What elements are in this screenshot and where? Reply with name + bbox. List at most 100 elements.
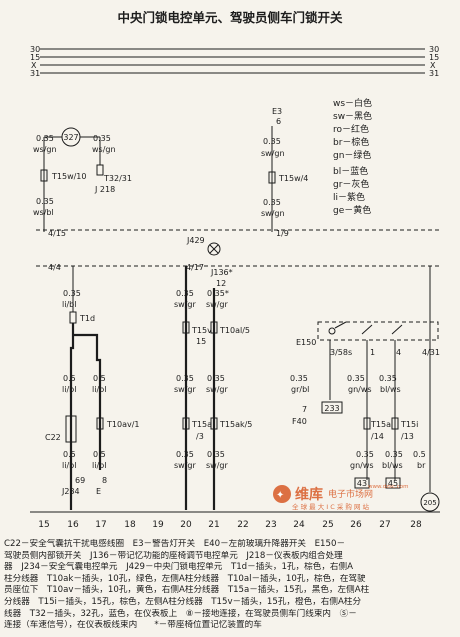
wire-color-label: gn/ws [348, 385, 372, 394]
connector-label: T15a [370, 420, 391, 429]
connector-t15w4 [268, 171, 276, 184]
connector-pin-label: /3 [196, 432, 204, 441]
box-233 [321, 401, 343, 414]
connector-t15i [391, 417, 399, 430]
wire-color-label: li/bl [62, 461, 76, 470]
wire-li-bl-t10av [73, 333, 102, 470]
wire-color-label: br [417, 461, 426, 470]
wire-size-label: 0.5 [93, 450, 106, 459]
column-numbers: 15 16 17 18 19 20 21 22 23 24 25 26 27 2… [38, 520, 422, 530]
column-number: 26 [350, 520, 362, 530]
wire-size-label: 0.35 [63, 289, 81, 298]
bus-lines [40, 48, 425, 74]
color-ge: ge－黄色 [333, 204, 371, 216]
column-number: 19 [152, 520, 164, 530]
color-gn: gn－绿色 [333, 149, 371, 161]
column-number: 17 [95, 520, 106, 530]
wire-size-label: 0.35 [379, 374, 397, 383]
component-label-j218: J 218 [94, 185, 115, 194]
wire-color-label: ws/gn [33, 145, 57, 154]
connector-t15a-3 [182, 417, 190, 430]
color-ws: ws－白色 [333, 97, 372, 109]
legend-line: 分线器 T15i－插头，15孔，棕色，左侧A柱分线器 T15v－插头，15孔，橙… [4, 596, 362, 607]
wire-size-label: 0.35 [93, 134, 111, 143]
wire-color-label: ws/gn [92, 145, 116, 154]
bus-labels-left: 30 15 X 31 [30, 45, 40, 78]
connector-label: T15i [400, 420, 418, 429]
color-br: br－棕色 [333, 136, 369, 148]
box-233-label: 233 [324, 404, 339, 413]
wire-size-label: 0.35 [176, 289, 194, 298]
watermark-url: www.dzsc.com [368, 484, 409, 490]
connector-t10al [210, 321, 218, 334]
color-sw: sw－黑色 [333, 110, 372, 122]
component-label-j234: J234 [61, 487, 80, 496]
pin-label: 12 [216, 279, 226, 288]
wire-color-label: bl/ws [382, 461, 403, 470]
right-circuit: E150 3/58s 1 4 4/31 0.35 gr/bl 7 F40 233… [290, 266, 440, 512]
connector-label: T1d [79, 314, 95, 323]
column-number: 23 [265, 520, 276, 530]
column-number: 20 [180, 520, 192, 530]
connector-t10av [96, 417, 104, 430]
ground-connection-205-label: 205 [423, 499, 436, 507]
e3-circuit: E3 6 0.35 sw/gn T15w/4 0.35 sw/gn 1/9 [261, 107, 308, 238]
connector-t15w10 [40, 169, 48, 182]
speed-signal-connection [207, 242, 221, 256]
pin-label: 6 [276, 117, 281, 126]
watermark-brand-sub: 电子市场网 [328, 488, 373, 500]
connector-pin-label: /13 [401, 432, 414, 441]
wire-size-label: 0.5 [93, 374, 106, 383]
legend-line: 员座位下 T10av－插头，10孔，黄色，右侧A柱分线器 T15a－插头，15孔… [4, 585, 370, 596]
column-number: 16 [67, 520, 79, 530]
watermark-brand: 维库 [295, 486, 323, 503]
pin-label: 1 [370, 348, 375, 357]
watermark-tagline: 全 球 最 大 I C 采 购 网 站 [292, 502, 370, 511]
column-number: 22 [237, 520, 248, 530]
wire-size-label: 0.5 [413, 450, 426, 459]
wire-size-label: 0.35 [176, 374, 194, 383]
box-45-label: 45 [388, 479, 398, 488]
bus-label-15-right: 15 [429, 53, 439, 62]
wire-size-label: 0.5 [63, 450, 76, 459]
wire-color-label: sw/gn [261, 209, 285, 218]
wire-size-label: 0.5 [63, 374, 76, 383]
wire-size-label: 0.35 [385, 450, 403, 459]
connector-pin-label: 15 [196, 337, 206, 346]
box-45 [385, 477, 401, 489]
wire-size-label: 0.35 [290, 374, 308, 383]
wire-size-label: 0.35 [347, 374, 365, 383]
column-number: 28 [410, 520, 422, 530]
component-label-j429: J429 [186, 236, 205, 245]
legend-line: 驾驶员侧内部锁开关 J136－带记忆功能的座椅调节电控单元 J218－仪表板内组… [4, 550, 343, 561]
wire-size-label: 0.35 [263, 198, 281, 207]
watermark: ✦ 维库 电子市场网 全 球 最 大 I C 采 购 网 站 www.dzsc.… [273, 484, 409, 511]
wire-color-label: gr/bl [291, 385, 309, 394]
column-number: 18 [124, 520, 136, 530]
pin-label: 4 [396, 348, 401, 357]
legend-line: C22－安全气囊抗干扰电感线圈 E3－警告灯开关 E40－左前玻璃升降器开关 E… [4, 539, 346, 549]
connector-label: T15ak/5 [219, 420, 252, 429]
legend-line: 柱分线器 T10ak－插头，10孔，绿色，左侧A柱分线器 T10al－插头，10… [4, 573, 366, 584]
connection-327-label: 327 [63, 133, 78, 142]
wire-size-label: 0.35 [207, 450, 225, 459]
pin-label: 69 [75, 476, 85, 485]
wire-size-label: 0.35 [263, 137, 281, 146]
connector-label: T32/31 [103, 174, 132, 183]
middle-circuit: 4/17 J136* 12 0.35 sw/gr 0.35* sw/gr T15… [174, 263, 252, 510]
pin-label: 8 [102, 476, 107, 485]
connector-label: T15a [191, 420, 212, 429]
connector-pin-label: /14 [371, 432, 384, 441]
legend-line: 器 J234－安全气囊电控单元 J429－中央门锁电控单元 T1d－插头，1孔，… [4, 562, 353, 573]
color-code-legend: ws－白色 sw－黑色 ro－红色 br－棕色 gn－绿色 bl－蓝色 gr－灰… [333, 97, 372, 216]
wire-color-label: bl/ws [380, 385, 401, 394]
wire-size-label: 0.35 [176, 450, 194, 459]
j429-control-unit: J429 [36, 229, 440, 267]
column-number: 24 [293, 520, 305, 530]
inductor-c22 [65, 415, 77, 443]
column-number: 25 [322, 520, 333, 530]
diagram-title: 中央门锁电控单元、驾驶员侧车门锁开关 [117, 10, 343, 25]
wire-color-label: sw/gr [206, 300, 228, 309]
wire-color-label: li/bl [92, 461, 106, 470]
